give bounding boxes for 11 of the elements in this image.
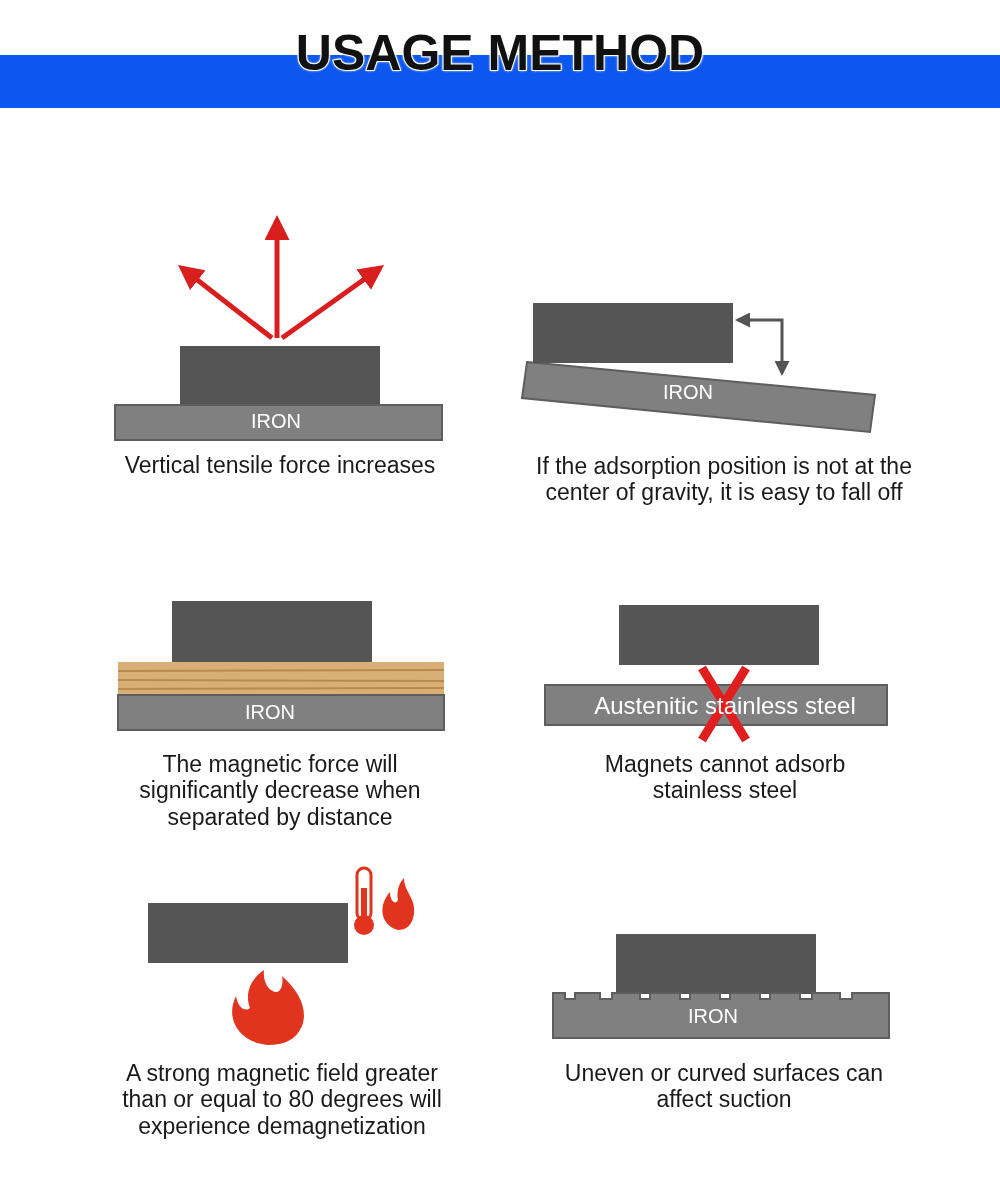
material-label: IRON [687, 1005, 739, 1028]
title: USAGE METHOD [295, 25, 705, 81]
caption: Magnets cannot adsorb stainless steel [603, 751, 847, 804]
caption: The magnetic force will significantly decrease when separated by distance [138, 751, 422, 831]
material-label: IRON [244, 701, 296, 724]
caption: Uneven or curved surfaces can affect suction [563, 1060, 885, 1113]
caption: A strong magnetic field greater than or equal to 80 degrees will experience demagnetization [121, 1060, 443, 1140]
material-label: IRON [250, 410, 302, 433]
material-label: IRON [662, 381, 714, 404]
caption: Vertical tensile force increases [123, 452, 437, 479]
caption: If the adsorption position is not at the center of gravity, it is easy to fall off [535, 453, 913, 506]
